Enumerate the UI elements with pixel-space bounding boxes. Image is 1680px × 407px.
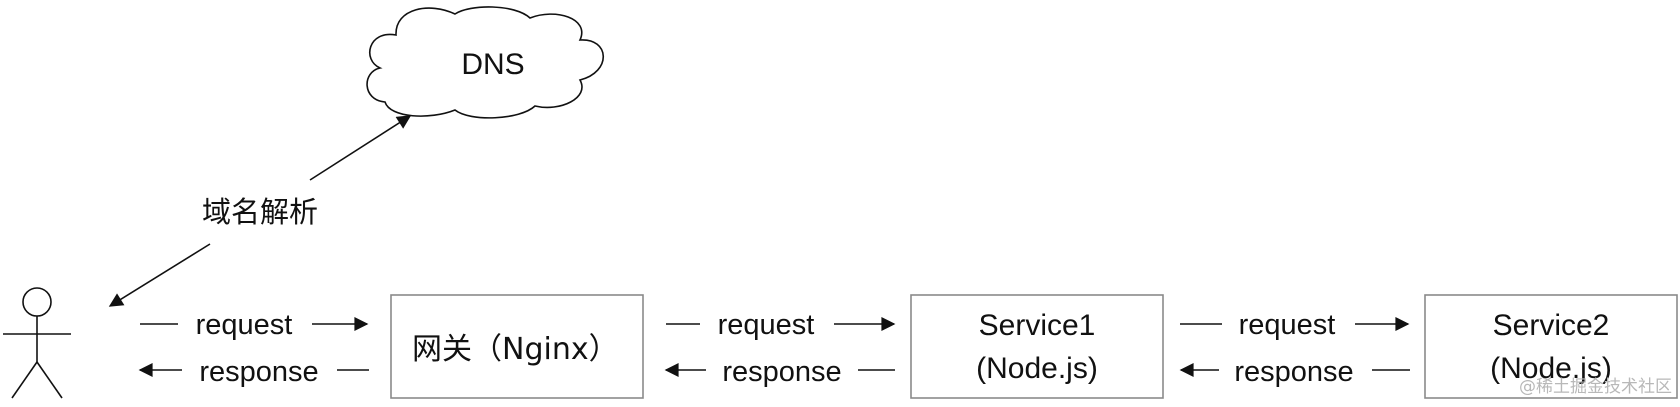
- flow-service1-service2: request response: [1179, 309, 1410, 388]
- flow-user-gateway: request response: [138, 309, 369, 388]
- gateway-box: [390, 294, 644, 399]
- resolve-label: 域名解析: [202, 195, 318, 229]
- response-label: response: [722, 356, 841, 388]
- response-label: response: [1234, 356, 1353, 388]
- dns-label: DNS: [461, 48, 524, 81]
- request-label: request: [718, 309, 815, 341]
- service2-box: [1424, 294, 1678, 399]
- request-label: request: [1239, 309, 1336, 341]
- service1-runtime: (Node.js): [976, 352, 1098, 385]
- service2-name: Service2: [1493, 309, 1610, 342]
- service2-runtime: (Node.js): [1490, 352, 1612, 385]
- watermark: @稀土掘金技术社区: [1519, 377, 1672, 397]
- request-label: request: [196, 309, 293, 341]
- flow-gateway-service1: request response: [664, 309, 896, 388]
- response-label: response: [199, 356, 318, 388]
- user-icon: [3, 287, 71, 399]
- service1-name: Service1: [979, 309, 1096, 342]
- service1-box: [910, 294, 1164, 399]
- dns-cloud: DNS: [366, 6, 605, 119]
- resolve-arrow-to-user: [108, 243, 211, 307]
- resolve-arrow-to-dns: [309, 115, 412, 181]
- gateway-label: 网关（Nginx）: [412, 332, 619, 367]
